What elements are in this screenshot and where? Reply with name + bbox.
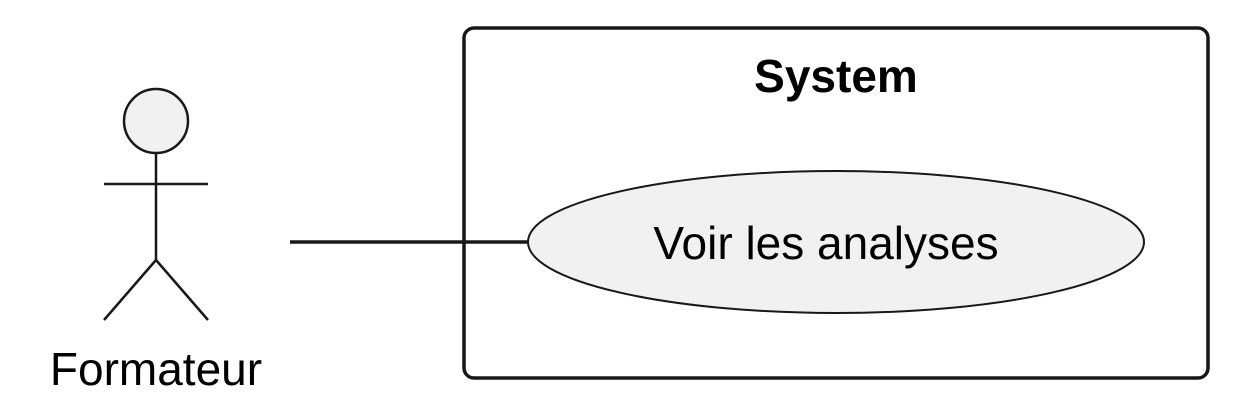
usecase-label: Voir les analyses	[653, 217, 998, 269]
actor-label: Formateur	[50, 343, 262, 395]
actor-head	[122, 87, 190, 155]
usecase-voir-les-analyses: Voir les analyses	[527, 170, 1145, 314]
actor-right-leg	[155, 259, 209, 321]
actor-formateur: Formateur	[50, 87, 262, 395]
system-title: System	[754, 50, 918, 102]
actor-left-leg	[103, 259, 157, 321]
usecase-ellipse	[527, 170, 1145, 314]
